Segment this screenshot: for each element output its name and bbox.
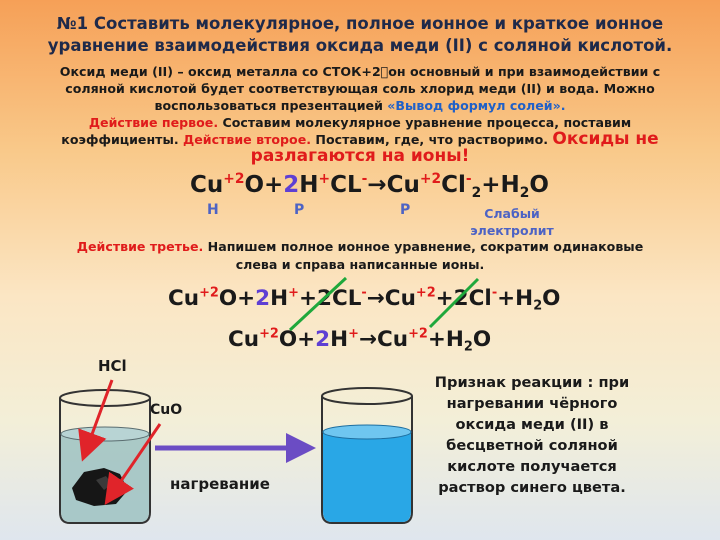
- oxides-note-b: разлагаются на ионы!: [250, 146, 470, 166]
- explanation-line-3: воспользоваться презентацией: [154, 98, 388, 113]
- full-ionic-equation: Cu+2O+2H++2CL-→Cu+2+2Cl-+H2O: [168, 285, 561, 314]
- molecular-equation: Cu+2O+2H+CL-→Cu+2Cl-2+H2O: [190, 171, 549, 201]
- solubility-label-soluble-2: Р: [400, 202, 411, 218]
- cuo-label: CuO: [150, 402, 183, 418]
- task-title: №1 Составить молекулярное, полное ионное…: [47, 14, 673, 55]
- explanation-line-1: Оксид меди (II) – оксид металла со СТОК+…: [59, 64, 661, 79]
- explanation-line-2: соляной кислотой будет соответствующая с…: [65, 81, 655, 96]
- hcl-label: HCl: [98, 357, 127, 375]
- oxides-note-a: Оксиды не: [552, 129, 659, 149]
- cancel-strike-cl2: [428, 277, 480, 329]
- solubility-label-soluble-1: Р: [294, 202, 305, 218]
- short-ionic-equation: Cu+2O+2H+→Cu+2+H2O: [228, 326, 492, 355]
- cuo-pointer-arrow: [104, 423, 162, 505]
- hcl-pointer-arrow: [78, 379, 114, 462]
- heating-label: нагревание: [170, 475, 270, 493]
- explanation-paragraph: Оксид меди (II) – оксид металла со СТОК+…: [20, 63, 700, 165]
- step-two-label: Действие второе.: [183, 132, 312, 147]
- step-one-text: Составим молекулярное уравнение процесса…: [218, 115, 632, 130]
- step-three-text: Напишем полное ионное уравнение, сократи…: [203, 239, 644, 272]
- presentation-link[interactable]: «Вывод формул солей».: [387, 98, 566, 113]
- step-two-text: Поставим, где, что растворимо.: [311, 132, 553, 147]
- reaction-sign-text: Признак реакции : при нагревании чёрного…: [434, 374, 630, 496]
- step-one-label: Действие первое.: [88, 115, 219, 130]
- step-one-text-cont: коэффициенты.: [61, 132, 184, 147]
- cancel-strike-cl: [288, 276, 348, 332]
- solubility-label-insoluble: Н: [207, 202, 219, 218]
- weak-electrolyte-label: Слабый электролит: [470, 206, 554, 238]
- beaker-blue-solution: [321, 387, 413, 524]
- step-three-paragraph: Действие третье. Напишем полное ионное у…: [55, 238, 665, 274]
- step-three-label: Действие третье.: [76, 239, 204, 254]
